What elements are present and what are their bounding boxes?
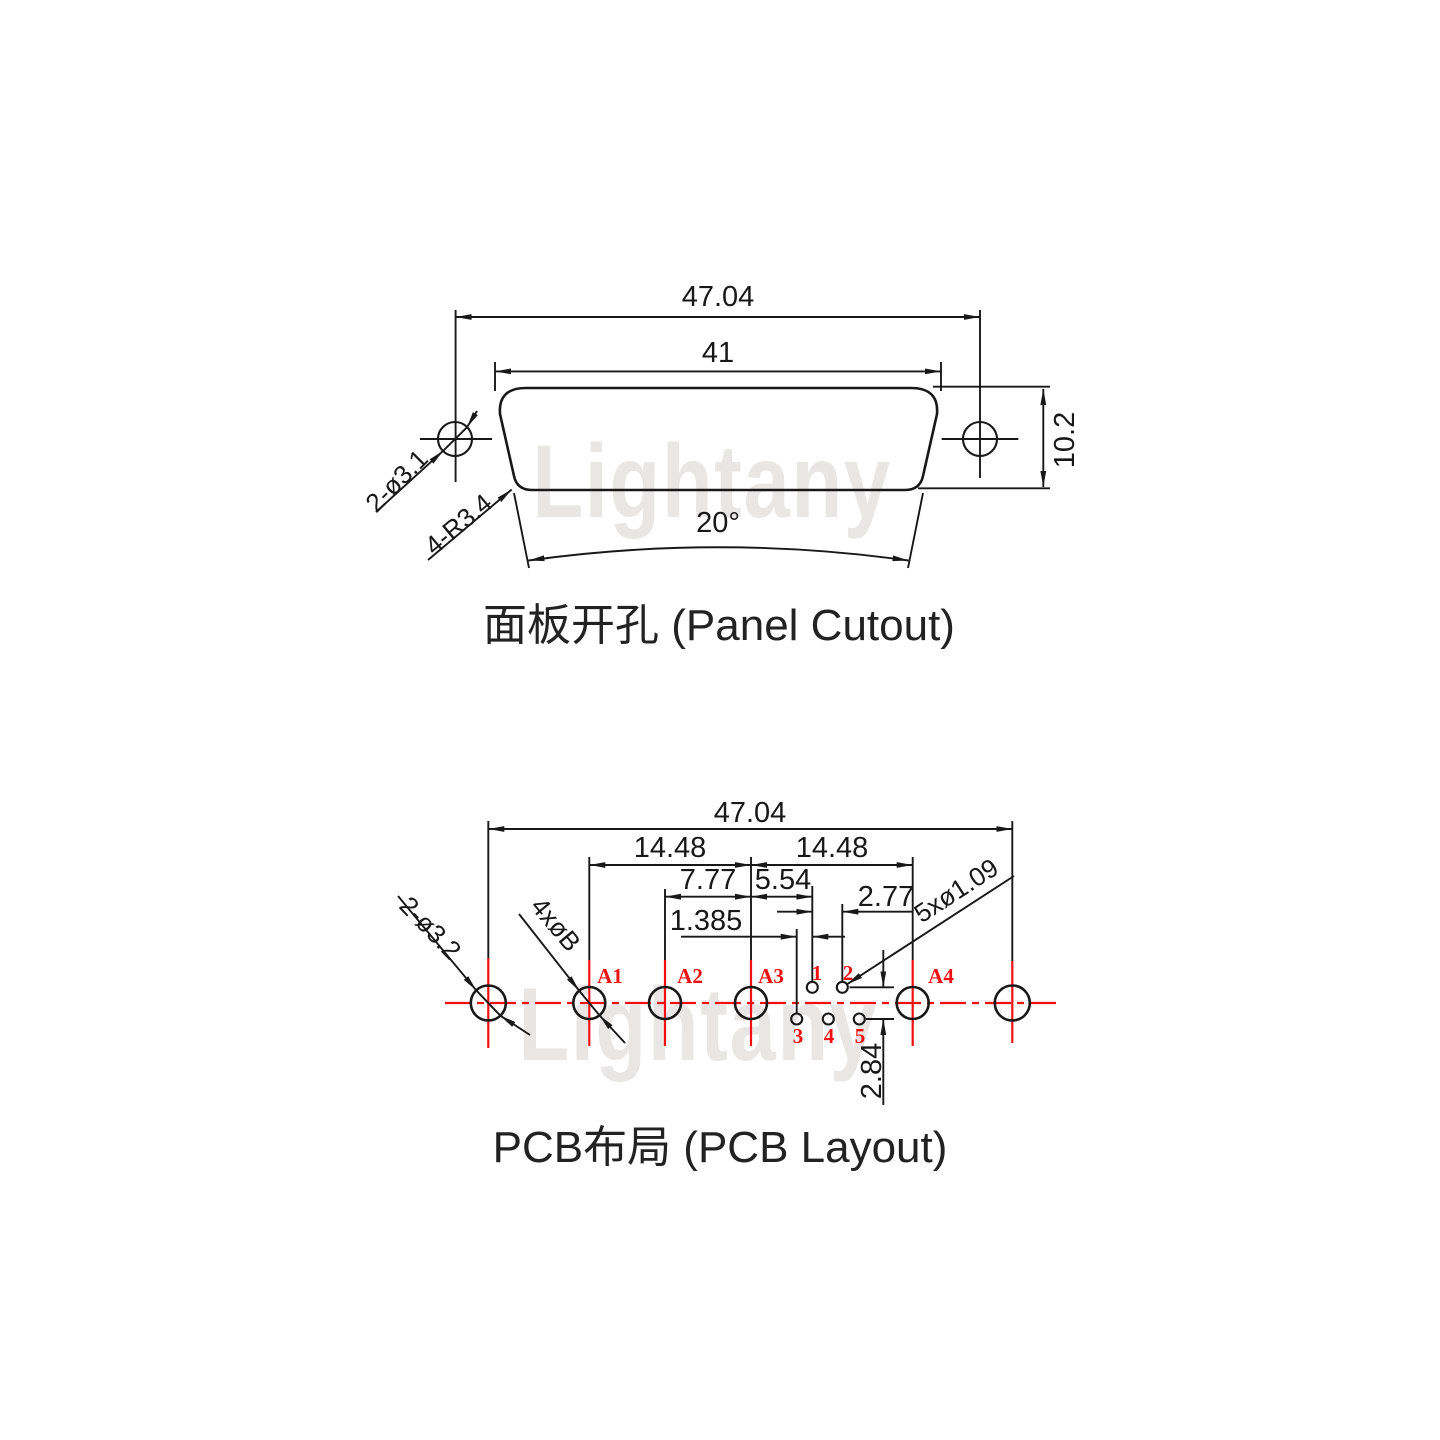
hole-a4 [897,987,929,1019]
watermark-top: Lightany [532,423,891,539]
leader-signal-pins [847,876,1014,984]
dim-cutout-height: 10.2 [1049,412,1081,468]
label-signal-holes: 5xø1.09 [909,852,1004,928]
dim-panel-overall-width: 47.04 [682,281,755,313]
dim-draft-angle: 20° [696,507,740,539]
leader-mount-hole-dia-lower [376,451,443,512]
leader-coax-lower [600,1015,626,1043]
panel-cutout-diagram: Lightany 47.04 41 10.2 20° 2-ø3.1 [359,281,1081,650]
pin-3 [791,1014,802,1025]
dim-row-spacing: 2.84 [856,1043,888,1099]
hole-a2 [649,987,681,1019]
label-pin-2: 2 [843,961,854,985]
leader-coax-chord [579,991,599,1016]
pcb-mount-hole-left [471,986,506,1021]
label-panel-mount-holes: 2-ø3.1 [359,443,433,517]
angle-ext-right [908,493,923,568]
label-a2: A2 [677,964,703,988]
angle-arc [529,547,909,560]
angle-ext-left [514,493,529,568]
pcb-mount-hole-right [995,986,1030,1021]
label-pin-5: 5 [855,1024,866,1048]
leader-mount-hole-dia-upper [467,411,478,427]
label-a3: A3 [758,964,784,988]
dim-a3-pin1: 5.54 [755,864,811,896]
label-corner-radius: 4-R3.4 [419,488,498,561]
dim-pcb-overall: 47.04 [714,797,787,829]
dim-pin-pitch: 2.77 [858,881,914,913]
label-pin-1: 1 [812,961,823,985]
label-coax-holes: 4xøB [525,891,587,957]
dim-opening-width: 41 [702,337,734,369]
pcb-layout-diagram: Lightany 47.04 14.48 14.48 7.77 5.54 [394,797,1062,1172]
hole-a1 [573,987,605,1019]
label-pin-4: 4 [824,1024,835,1048]
dim-a2-a3: 7.77 [680,864,736,896]
leader-pcb-mount-chord [476,990,500,1015]
dim-a3-a4: 14.48 [796,832,869,864]
leader-mount-hole-dia-chord [443,427,467,450]
dim-a1-a3: 14.48 [634,832,707,864]
leader-pcb-mount-lower [500,1016,530,1035]
label-pin-3: 3 [793,1024,804,1048]
leader-pcb-mount-upper [398,896,476,990]
pin-5 [854,1014,865,1025]
leader-corner-radius [428,490,512,561]
hole-a3 [735,987,767,1019]
pin-1 [807,982,818,993]
label-a1: A1 [597,964,623,988]
label-a4: A4 [928,964,954,988]
pcb-layout-title: PCB布局 (PCB Layout) [493,1123,948,1172]
pin-2 [837,982,848,993]
label-pcb-mount-holes: 2-ø3.2 [394,890,468,965]
cutout-outline [500,388,937,490]
pin-4 [823,1014,834,1025]
leader-coax-upper [519,914,579,991]
dim-row-offset: 1.385 [670,905,743,937]
panel-cutout-title: 面板开孔 (Panel Cutout) [483,601,955,650]
